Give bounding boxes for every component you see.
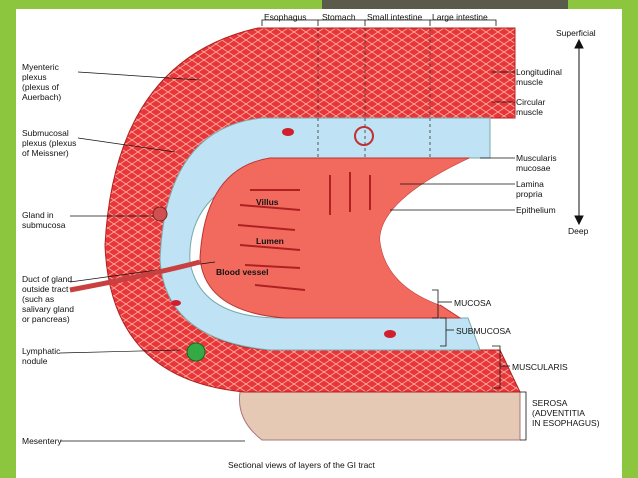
label-lumen: Lumen (256, 236, 284, 246)
label-serosa: SEROSA (ADVENTITIA IN ESOPHAGUS) (532, 398, 600, 428)
serosa-layer (238, 391, 521, 441)
label-superficial: Superficial (556, 28, 596, 38)
label-duct-of-gland: Duct of gland outside tract (such as sal… (22, 274, 74, 324)
slide-top-bar (322, 0, 568, 9)
leader-lines (59, 71, 515, 442)
label-lymphatic-nodule: Lymphatic nodule (22, 346, 61, 366)
duct-of-gland (69, 259, 201, 293)
blood-cell (384, 330, 396, 338)
label-small-intestine: Small intestine (367, 12, 423, 22)
label-submucosal-plexus: Submucosal plexus (plexus of Meissner) (22, 128, 77, 158)
label-mesentery: Mesentery (22, 436, 62, 446)
figure-caption: Sectional views of layers of the GI trac… (228, 460, 375, 470)
gland-in-submucosa (152, 206, 168, 222)
label-epithelium: Epithelium (516, 205, 556, 215)
layer-brackets (432, 289, 527, 441)
label-mucosa: MUCOSA (454, 298, 492, 308)
label-esophagus: Esophagus (264, 12, 307, 22)
villi (237, 172, 371, 291)
label-lamina-propria: Lamina propria (516, 179, 544, 199)
label-deep: Deep (568, 226, 589, 236)
label-longitudinal-muscle: Longitudinal muscle (516, 67, 562, 87)
top-bracket (261, 19, 497, 26)
label-muscularis-mucosae: Muscularis mucosae (516, 153, 557, 173)
label-large-intestine: Large intestine (432, 12, 488, 22)
lumen-area (380, 158, 470, 305)
label-villus: Villus (256, 197, 279, 207)
blood-cell (282, 128, 294, 136)
label-circular-muscle: Circular muscle (516, 97, 546, 117)
section-dividers (317, 28, 431, 160)
label-muscularis: MUSCULARIS (512, 362, 568, 372)
lymphatic-nodule (186, 342, 206, 362)
label-gland-in-submucosa: Gland in submucosa (22, 210, 66, 230)
label-stomach: Stomach (322, 12, 356, 22)
label-myenteric-plexus: Myenteric plexus (plexus of Auerbach) (22, 62, 62, 102)
depth-arrow (574, 38, 584, 226)
slide-top-bar-accent (568, 0, 638, 9)
gland-star (354, 126, 374, 146)
label-submucosa: SUBMUCOSA (456, 326, 511, 336)
label-blood-vessel: Blood vessel (216, 267, 269, 277)
blood-cell (171, 300, 181, 306)
